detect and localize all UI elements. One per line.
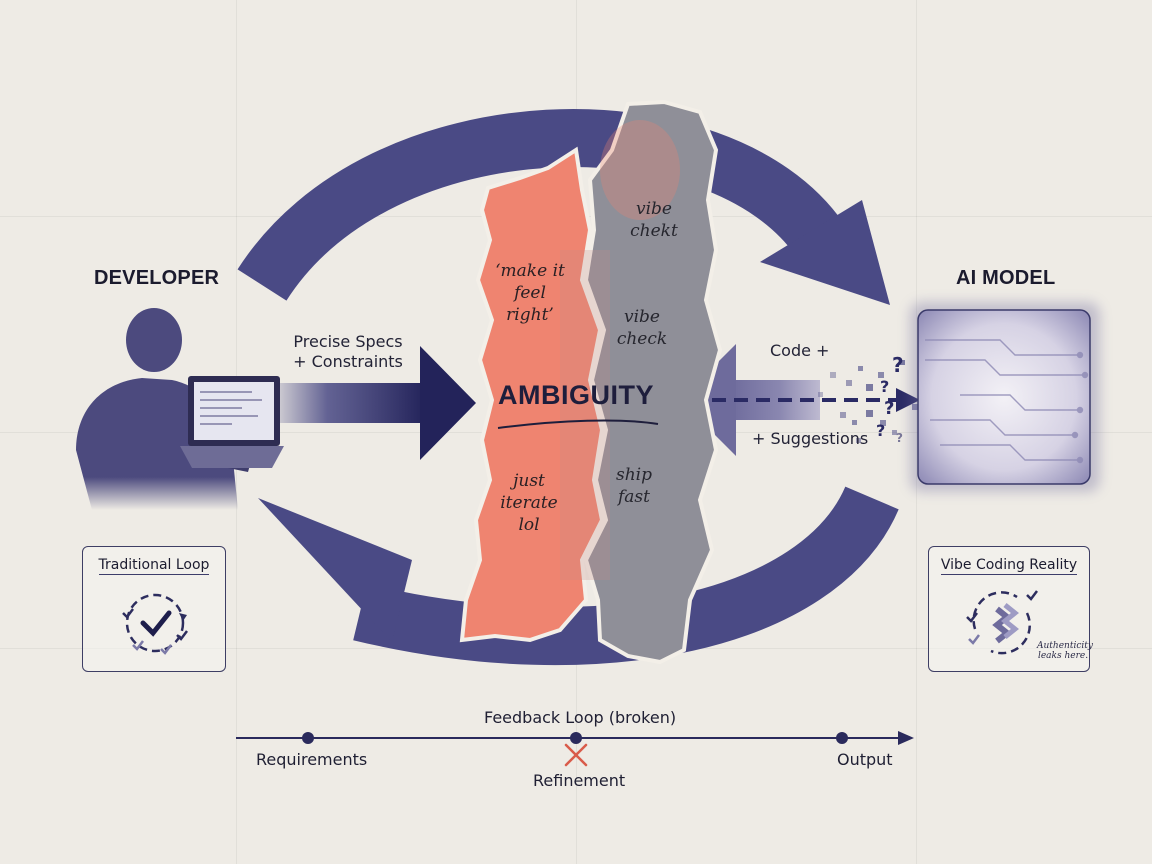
orange-note-1: ‘make it feel right’ xyxy=(480,260,580,326)
timeline-title: Feedback Loop (broken) xyxy=(484,708,677,727)
note-line: Authenticity xyxy=(1037,641,1093,651)
grey-paper-strip xyxy=(583,99,723,665)
grey-note-2: vibe check xyxy=(600,306,684,350)
dashed-arrowhead xyxy=(896,388,920,412)
note-line: leaks here. xyxy=(1037,651,1089,661)
question-mark-icon: ? ? ? ? ? xyxy=(876,353,904,445)
ambiguity-underline xyxy=(497,419,659,429)
spec-arrowhead xyxy=(420,346,476,460)
timeline-start-label: Requirements xyxy=(256,750,368,769)
svg-text:?: ? xyxy=(884,398,894,419)
vibe-coding-title-text: Vibe Coding Reality xyxy=(940,557,1078,575)
grey-note-3: ship fast xyxy=(594,464,674,508)
grey-note-1: vibe chekt xyxy=(612,198,696,242)
output-flow-line2: + Suggestions xyxy=(752,429,869,448)
cycle-check-icon xyxy=(122,593,188,655)
x-mark-icon xyxy=(564,743,588,767)
note-line: vibe xyxy=(636,199,672,219)
note-line: lol xyxy=(518,515,540,535)
note-line: just xyxy=(513,471,545,491)
spec-arrow-shaft xyxy=(275,383,425,423)
timeline-end-label: Output xyxy=(837,750,893,769)
ambiguity-title: AMBIGUITY xyxy=(498,380,654,410)
note-line: check xyxy=(616,329,668,349)
circuit-traces xyxy=(925,339,1089,464)
ai-model-heading: AI MODEL xyxy=(956,267,1056,289)
svg-text:?: ? xyxy=(880,377,889,396)
orange-paper-strip xyxy=(459,146,605,643)
input-flow-line2: + Constraints xyxy=(293,352,403,371)
svg-text:?: ? xyxy=(892,353,904,377)
broken-cycle-icon xyxy=(966,590,1038,655)
developer-heading: DEVELOPER xyxy=(94,267,220,289)
orange-note-2: just iterate lol xyxy=(484,470,574,536)
note-line: vibe xyxy=(624,307,660,327)
vibe-coding-card: Vibe Coding Reality Authenticity leaks h… xyxy=(928,546,1093,672)
vibe-coding-title: Vibe Coding Reality xyxy=(929,557,1089,575)
note-line: feel xyxy=(514,283,546,303)
note-line: fast xyxy=(618,487,650,507)
timeline-node-end xyxy=(836,732,848,744)
traditional-loop-title: Traditional Loop xyxy=(83,557,225,575)
laptop-icon xyxy=(180,376,284,468)
timeline-middle-label: Refinement xyxy=(533,771,626,790)
note-line: ship xyxy=(616,465,652,485)
bottom-loop-arrowhead xyxy=(258,498,412,642)
note-line: iterate xyxy=(500,493,558,513)
pixel-particles xyxy=(818,360,945,443)
note-line: ‘make it xyxy=(495,261,565,281)
timeline-node-middle xyxy=(570,732,582,744)
developer-figure xyxy=(76,308,284,510)
input-flow-line1: Precise Specs xyxy=(293,332,403,351)
traditional-loop-card: Traditional Loop xyxy=(82,546,226,672)
output-flow-line1: Code + xyxy=(770,341,830,360)
authenticity-note: Authenticity leaks here. xyxy=(1037,641,1093,661)
svg-text:?: ? xyxy=(896,431,903,445)
timeline-arrowhead xyxy=(898,731,914,745)
note-line: right’ xyxy=(506,305,554,325)
svg-text:?: ? xyxy=(876,421,885,440)
traditional-loop-title-text: Traditional Loop xyxy=(98,557,210,575)
top-loop-arrow xyxy=(237,109,844,302)
neural-chip-icon xyxy=(917,309,1091,485)
timeline-node-start xyxy=(302,732,314,744)
input-flow-label: Precise Specs + Constraints xyxy=(278,332,418,372)
note-line: chekt xyxy=(630,221,678,241)
top-loop-arrowhead xyxy=(760,200,890,305)
